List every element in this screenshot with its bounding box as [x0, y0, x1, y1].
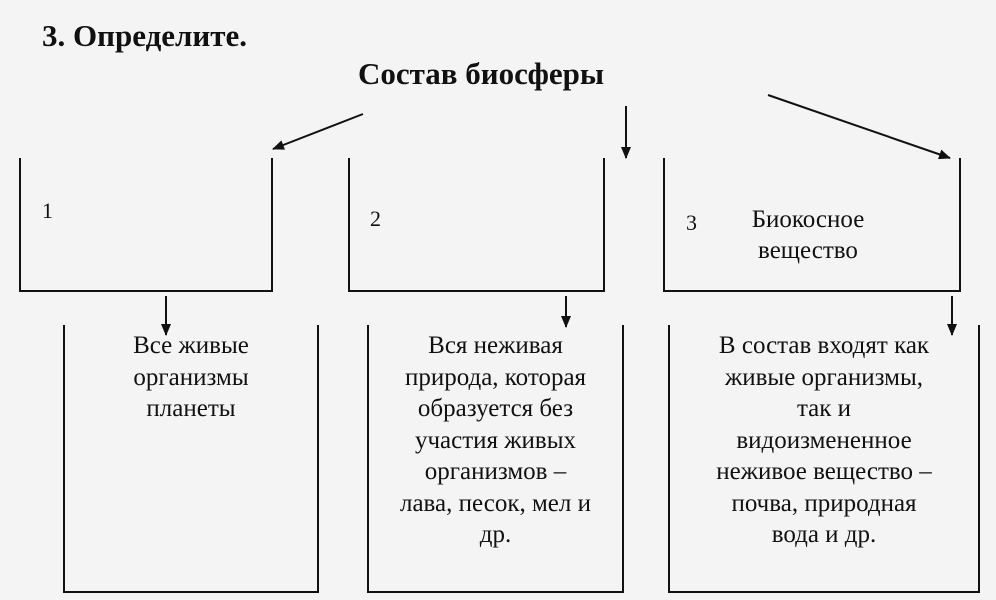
description-line: образуется без [417, 395, 574, 422]
description-line: вода и др. [771, 521, 877, 548]
description-line: неживое вещество – [716, 458, 932, 485]
description-line: организмов – [424, 458, 567, 485]
description-line: участия живых [414, 426, 577, 454]
description-3: В состав входят как живые организмы, так и… [669, 330, 979, 551]
box-1-number: 1 [42, 198, 53, 223]
bottom-box-2 [367, 325, 624, 593]
description-line: природа, которая [404, 363, 587, 391]
top-box-2 [348, 158, 605, 292]
description-line: В состав входят как [718, 332, 930, 359]
description-line: Все живые [133, 332, 249, 359]
description-2: Вся неживая природа, которая образуется бе… [368, 330, 623, 551]
description-line: почва, природная [731, 489, 917, 517]
diagram-title: Состав биосферы [358, 56, 605, 91]
top-box-1 [19, 158, 273, 292]
description-line: лава, песок, мел и [399, 489, 591, 517]
top-box-3 [663, 158, 961, 292]
description-line: видоизмененное [736, 426, 912, 454]
description-line: живые организмы, [724, 363, 924, 391]
description-line: так и [796, 395, 852, 422]
description-line: др. [479, 521, 512, 548]
box-2-number: 2 [370, 206, 381, 231]
bottom-box-1 [63, 325, 319, 593]
arrow-title-to-box-1 [272, 113, 364, 150]
description-line: планеты [146, 395, 236, 422]
box-3-number: 3 [686, 210, 697, 235]
task-heading: 3. Определите. [42, 18, 247, 53]
description-line: Вся неживая [428, 332, 563, 359]
box-3-label: Биокосное вещество [751, 206, 865, 264]
description-line: организмы [133, 363, 249, 391]
bottom-box-3 [668, 325, 980, 593]
arrow-title-to-box-3 [767, 94, 951, 160]
description-1: Все живые организмы планеты [64, 330, 318, 425]
